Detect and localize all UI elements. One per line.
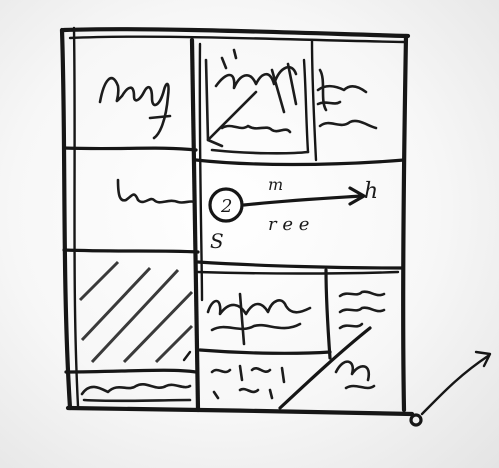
small-tick xyxy=(184,352,190,360)
corner-node xyxy=(411,415,421,425)
flow-cell: 2 m h r e e S xyxy=(210,175,378,253)
column-divider xyxy=(192,40,202,410)
scribble-top-left xyxy=(100,78,170,138)
lower-right-divider xyxy=(326,270,330,358)
scribble-row2-left xyxy=(118,180,194,203)
top-right-divider xyxy=(312,40,316,160)
corner-arrow-line xyxy=(422,356,488,414)
scribble-bottom-right xyxy=(336,362,374,388)
outer-frame xyxy=(62,28,412,414)
top-right-divider-2 xyxy=(304,60,308,152)
m-label: m xyxy=(268,175,283,194)
circle-label: 2 xyxy=(220,196,232,217)
h-label: h xyxy=(364,179,378,204)
flow-arrow-line xyxy=(244,196,362,205)
scribble-row3-middle xyxy=(208,294,310,344)
middle-row-letters: r e e xyxy=(268,214,309,235)
corner-arrow xyxy=(411,352,490,425)
scribble-top-middle xyxy=(206,50,308,153)
scribble-bottom-left xyxy=(82,384,190,401)
s-label: S xyxy=(210,229,224,253)
hatched-cell xyxy=(80,262,192,362)
scribble-top-right xyxy=(318,70,376,128)
scribble-bottom-middle xyxy=(212,328,370,408)
scribble-row3-right xyxy=(340,292,384,328)
